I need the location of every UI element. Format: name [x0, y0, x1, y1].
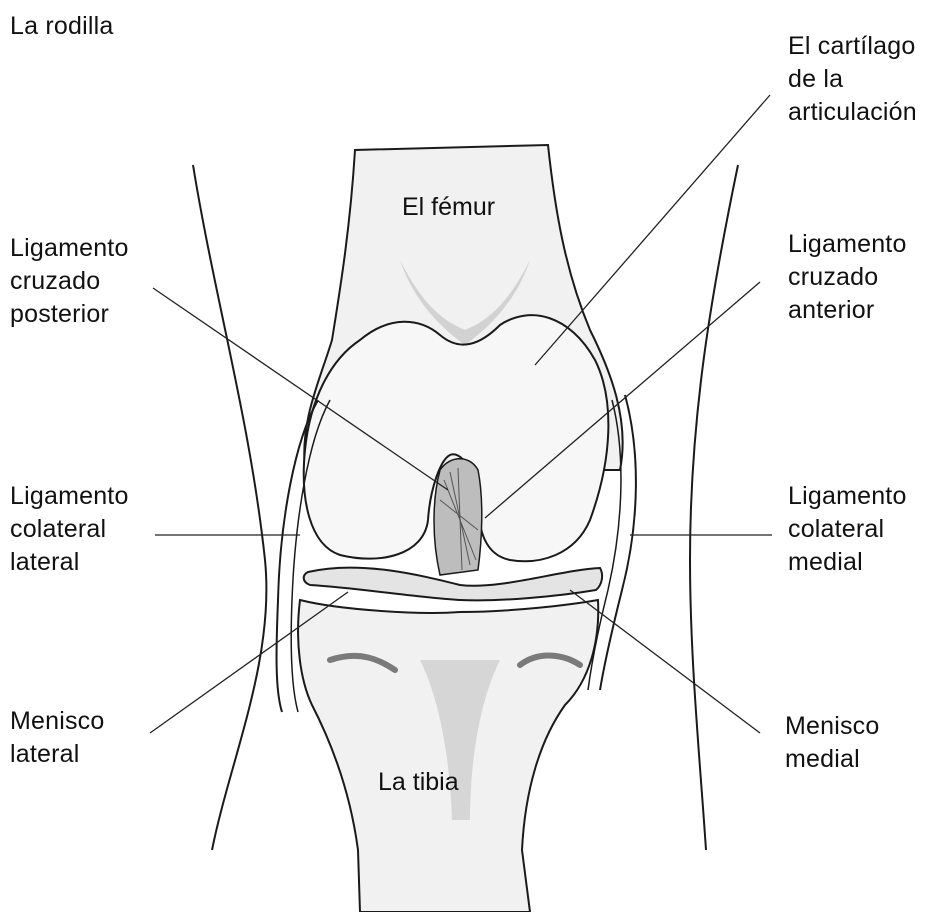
cartilage-label: El cartílago de la articulación: [788, 30, 917, 129]
acl-label-line: cruzado: [788, 261, 907, 294]
medial-meniscus-label-line: Menisco: [785, 710, 880, 743]
diagram-title: La rodilla: [10, 10, 113, 43]
mcl-label: Ligamento colateral medial: [788, 480, 907, 579]
lateral-meniscus-label-line: lateral: [10, 738, 105, 771]
acl-label-line: anterior: [788, 294, 907, 327]
leg-outline-right: [690, 165, 738, 850]
acl-label-line: Ligamento: [788, 228, 907, 261]
lateral-meniscus-label: Menisco lateral: [10, 705, 105, 771]
cartilage-label-line: de la: [788, 63, 917, 96]
leader-cartilage: [535, 95, 770, 365]
cartilage-label-line: El cartílago: [788, 30, 917, 63]
lcl-label-line: lateral: [10, 546, 129, 579]
cartilage-label-line: articulación: [788, 96, 917, 129]
pcl-label-line: cruzado: [10, 265, 129, 298]
mcl-label-line: colateral: [788, 513, 907, 546]
acl-label: Ligamento cruzado anterior: [788, 228, 907, 327]
lcl-label-line: colateral: [10, 513, 129, 546]
mcl-label-line: medial: [788, 546, 907, 579]
pcl-label-line: posterior: [10, 298, 129, 331]
mcl-label-line: Ligamento: [788, 480, 907, 513]
medial-meniscus-label-line: medial: [785, 743, 880, 776]
lcl-label: Ligamento colateral lateral: [10, 480, 129, 579]
pcl-label-line: Ligamento: [10, 232, 129, 265]
pcl-label: Ligamento cruzado posterior: [10, 232, 129, 331]
lateral-meniscus-label-line: Menisco: [10, 705, 105, 738]
medial-meniscus-label: Menisco medial: [785, 710, 880, 776]
tibia-label: La tibia: [378, 768, 459, 797]
leader-medial-meniscus: [570, 590, 760, 733]
leg-outline-left: [193, 165, 266, 850]
lcl-label-line: Ligamento: [10, 480, 129, 513]
femur-label: El fémur: [402, 193, 495, 222]
